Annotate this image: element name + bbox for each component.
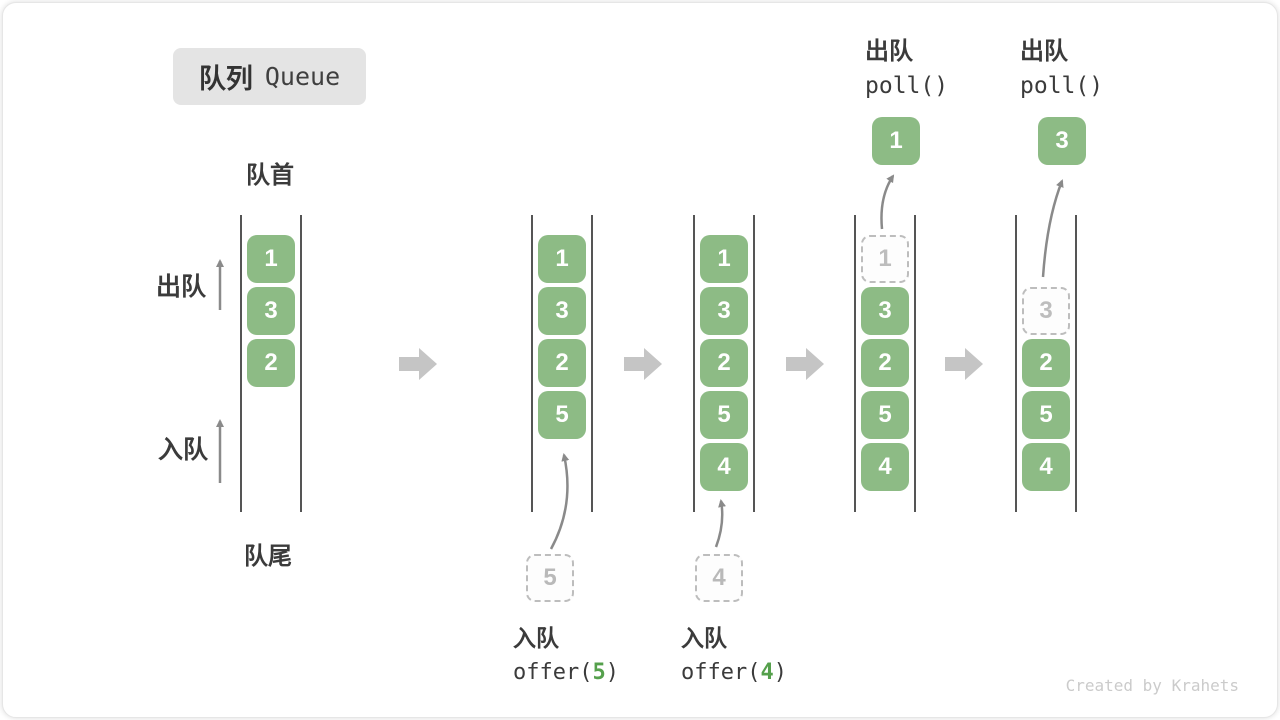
title-en: Queue — [264, 62, 341, 91]
queue-item: 1 — [538, 235, 586, 283]
queue-item: 2 — [1022, 339, 1070, 387]
enqueue-caption-1: 入队 offer(5) — [513, 619, 619, 685]
next-state-block-arrow-icon — [399, 348, 437, 380]
queue-item: 2 — [700, 339, 748, 387]
removed-item-ghost: 3 — [1022, 287, 1070, 335]
enqueue-caption-2: 入队 offer(4) — [681, 619, 787, 685]
code-arg: 4 — [760, 660, 774, 685]
queue-item: 4 — [1022, 443, 1070, 491]
next-state-block-arrow-icon — [945, 348, 983, 380]
dequeue-caption-1: 出队 poll() — [865, 31, 948, 99]
dequeue-caption-code: poll() — [1020, 73, 1104, 99]
queue-item: 4 — [861, 443, 909, 491]
dequeue-side-label: 出队 — [156, 273, 207, 301]
queue-item: 1 — [700, 235, 748, 283]
dequeue-caption-2: 出队 poll() — [1020, 31, 1103, 99]
next-state-block-arrow-icon — [624, 348, 662, 380]
queue-item: 5 — [538, 391, 586, 439]
enqueue-caption-code: offer(5) — [513, 660, 619, 685]
front-label: 队首 — [246, 162, 294, 189]
next-state-block-arrow-icon — [786, 348, 824, 380]
rear-label: 队尾 — [244, 543, 292, 570]
queue-item: 4 — [700, 443, 748, 491]
popped-item: 1 — [872, 117, 920, 165]
code-text: offer( — [513, 660, 593, 685]
title-cn: 队列 — [198, 64, 253, 94]
queue-state-2: 1 3 2 5 — [531, 215, 593, 512]
queue-item: 1 — [247, 235, 295, 283]
pending-item: 5 — [526, 554, 574, 602]
removed-item-ghost: 1 — [861, 235, 909, 283]
queue-item: 3 — [538, 287, 586, 335]
watermark: Created by Krahets — [1065, 676, 1239, 695]
dequeue-caption-code: poll() — [865, 73, 949, 99]
pending-item: 4 — [695, 554, 743, 602]
enqueue-side-label: 入队 — [158, 436, 209, 464]
queue-state-4: 1 3 2 5 4 — [854, 215, 916, 512]
queue-item: 3 — [861, 287, 909, 335]
queue-item: 2 — [538, 339, 586, 387]
enqueue-caption-cn: 入队 — [513, 625, 559, 651]
title-badge: 队列 Queue — [173, 48, 366, 105]
queue-state-1: 1 3 2 — [240, 215, 302, 512]
queue-state-5: 3 2 5 4 — [1015, 215, 1077, 512]
queue-item: 5 — [700, 391, 748, 439]
code-text: ) — [605, 660, 619, 685]
popped-item: 3 — [1038, 117, 1086, 165]
enqueue-caption-cn: 入队 — [681, 625, 727, 651]
queue-item: 5 — [861, 391, 909, 439]
code-arg: 5 — [592, 660, 606, 685]
queue-state-3: 1 3 2 5 4 — [693, 215, 755, 512]
queue-item: 2 — [247, 339, 295, 387]
code-text: offer( — [681, 660, 761, 685]
dequeue-caption-cn: 出队 — [1020, 38, 1068, 65]
arrows-layer — [216, 174, 1064, 550]
code-text: ) — [773, 660, 787, 685]
queue-item: 3 — [700, 287, 748, 335]
queue-item: 5 — [1022, 391, 1070, 439]
queue-item: 3 — [247, 287, 295, 335]
queue-item: 2 — [861, 339, 909, 387]
dequeue-caption-cn: 出队 — [865, 38, 913, 65]
enqueue-caption-code: offer(4) — [681, 660, 787, 685]
